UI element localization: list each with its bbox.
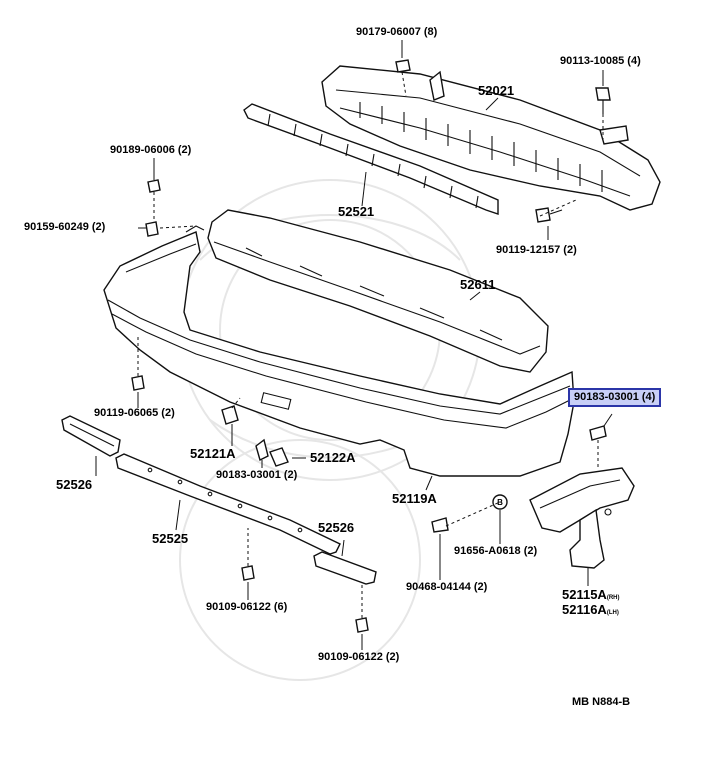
callout-90119-12157[interactable]: 90119-12157 (2) [496, 244, 577, 256]
bolt-90119-lower[interactable] [131, 375, 145, 391]
bracket-52526-right[interactable] [313, 551, 377, 585]
dashed-assembly-lines [137, 71, 604, 618]
callout-90468-04144[interactable]: 90468-04144 (2) [406, 581, 488, 593]
strip-52525[interactable] [115, 453, 341, 555]
retainer-52521[interactable] [243, 103, 499, 215]
callout-52119A[interactable]: 52119A [392, 491, 437, 506]
rivet-91656[interactable]: B [492, 494, 508, 510]
bracket-52526-left[interactable] [61, 415, 121, 457]
callout-90179-06007[interactable]: 90179-06007 (8) [356, 26, 438, 38]
diagram-code: MB N884-B [572, 696, 631, 708]
callout-52116A[interactable]: 52116A(LH) [562, 603, 619, 616]
clip-90468[interactable] [431, 517, 449, 533]
callout-52116A-side: (LH) [606, 610, 619, 616]
clip-90183-lower[interactable] [255, 438, 269, 462]
side-bracket-52115A[interactable] [529, 467, 635, 569]
callout-90109-06122-six[interactable]: 90109-06122 (6) [206, 601, 288, 613]
callout-52115A-number: 52115A [562, 587, 607, 602]
bolt-90119-upper[interactable] [535, 207, 563, 223]
callout-52021[interactable]: 52021 [478, 83, 515, 98]
absorber-52611[interactable] [207, 209, 549, 373]
clip-52121A[interactable] [221, 405, 239, 425]
reinforcement-52021[interactable] [321, 65, 661, 211]
callout-52525[interactable]: 52525 [152, 531, 189, 546]
callout-90189-06006[interactable]: 90189-06006 (2) [110, 144, 192, 156]
callout-52121A[interactable]: 52121A [190, 446, 236, 461]
bolt-90109-lower-left[interactable] [241, 565, 255, 581]
leader-lines [95, 40, 613, 650]
bolt-90179[interactable] [395, 59, 411, 73]
callout-90119-06065[interactable]: 90119-06065 (2) [94, 407, 175, 419]
callout-91656-A0618[interactable]: 91656-A0618 (2) [454, 545, 538, 557]
callout-90183-03001[interactable]: 90183-03001 (2) [216, 469, 298, 481]
svg-text:B: B [497, 498, 503, 507]
callout-52526-right[interactable]: 52526 [318, 520, 355, 535]
clip-90183-highlighted[interactable] [589, 425, 607, 441]
bolt-90113[interactable] [595, 87, 611, 114]
callout-90183-03001-highlighted[interactable]: 90183-03001 (4) [568, 388, 662, 407]
retainer-tabs [267, 113, 479, 209]
callout-52521[interactable]: 52521 [338, 204, 375, 219]
clip-52122A[interactable] [269, 447, 289, 467]
strip-holes [147, 467, 303, 533]
callout-90109-06122-two[interactable]: 90109-06122 (2) [318, 651, 400, 663]
reinforcement-ribs [359, 102, 603, 192]
callout-90159-60249[interactable]: 90159-60249 (2) [24, 221, 106, 233]
callout-90113-10085[interactable]: 90113-10085 (4) [560, 55, 641, 67]
callout-52526-left[interactable]: 52526 [56, 477, 93, 492]
callout-52611[interactable]: 52611 [460, 277, 496, 292]
callout-52115A-side: (RH) [606, 595, 620, 601]
bolt-90109-lower-right[interactable] [355, 617, 369, 633]
bolt-90159[interactable] [145, 221, 159, 237]
callout-52115A[interactable]: 52115A(RH) [562, 588, 620, 601]
callout-52116A-number: 52116A [562, 602, 607, 617]
callout-52122A[interactable]: 52122A [310, 450, 356, 465]
nut-90189[interactable] [147, 179, 161, 193]
